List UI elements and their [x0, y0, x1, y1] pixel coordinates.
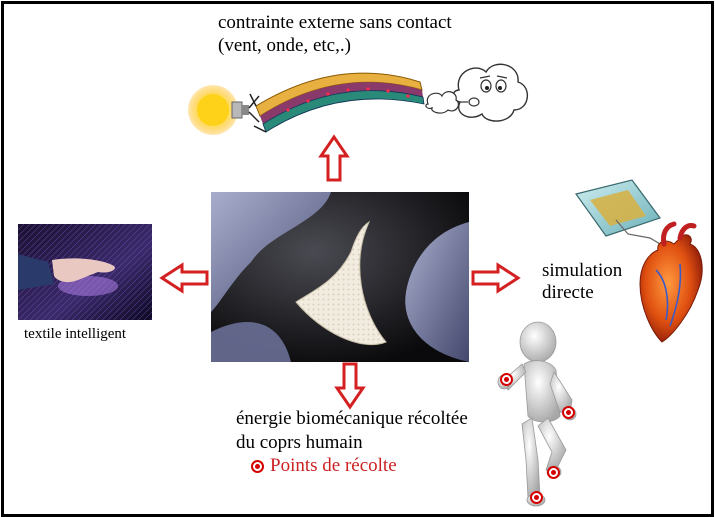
arrow-down — [334, 362, 366, 410]
arrows-layer — [159, 134, 521, 410]
right-label-line1: simulation — [542, 260, 623, 281]
legend-harvest-dot — [251, 460, 264, 473]
bottom-label-line2: du coprs humain — [236, 432, 363, 453]
harvest-point-hand — [562, 406, 575, 419]
smart-textile-image — [18, 224, 152, 320]
flexible-film-photo — [211, 192, 469, 362]
flexible-strip-icon — [249, 72, 425, 133]
top-label-line1: contrainte externe sans contact — [218, 12, 452, 33]
right-label-line2: directe — [542, 282, 594, 303]
running-figure-icon — [497, 321, 577, 507]
sun-icon — [188, 85, 260, 135]
arrow-up — [318, 134, 350, 182]
heart-device-icon — [574, 179, 703, 343]
top-label-line2: (vent, onde, etc,.) — [218, 35, 351, 56]
bottom-label-line1: énergie biomécanique récoltée — [236, 408, 468, 429]
legend-label: Points de récolte — [270, 455, 397, 476]
left-label: textile intelligent — [24, 326, 127, 342]
harvest-point-wrist — [500, 373, 513, 386]
harvest-point-knee — [547, 466, 560, 479]
arrow-right — [471, 262, 521, 294]
harvest-point-foot — [530, 491, 543, 504]
arrow-left — [159, 262, 209, 294]
wind-cloud-icon — [425, 63, 528, 122]
